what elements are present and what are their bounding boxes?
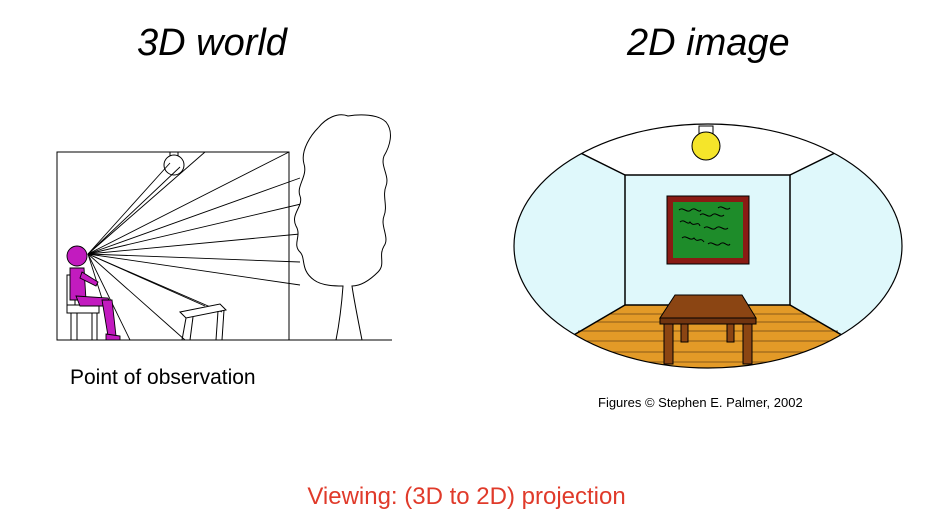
image-oval [513,123,903,369]
bench-icon [178,303,228,341]
world-scene [56,114,392,341]
observer-figure [66,245,121,341]
image-scene [513,123,903,369]
credit-caption: Figures © Stephen E. Palmer, 2002 [598,395,803,410]
ceiling-lamp-icon [163,151,185,176]
tree-icon [294,114,391,341]
world-title: 3D world [137,22,287,64]
painting-icon [666,195,750,265]
projection-rays [87,151,302,341]
table-icon [659,294,757,365]
observation-caption: Point of observation [70,366,256,389]
image-title: 2D image [627,22,790,64]
lamp-icon [691,125,721,161]
slide-title: Viewing: (3D to 2D) projection [307,483,626,510]
